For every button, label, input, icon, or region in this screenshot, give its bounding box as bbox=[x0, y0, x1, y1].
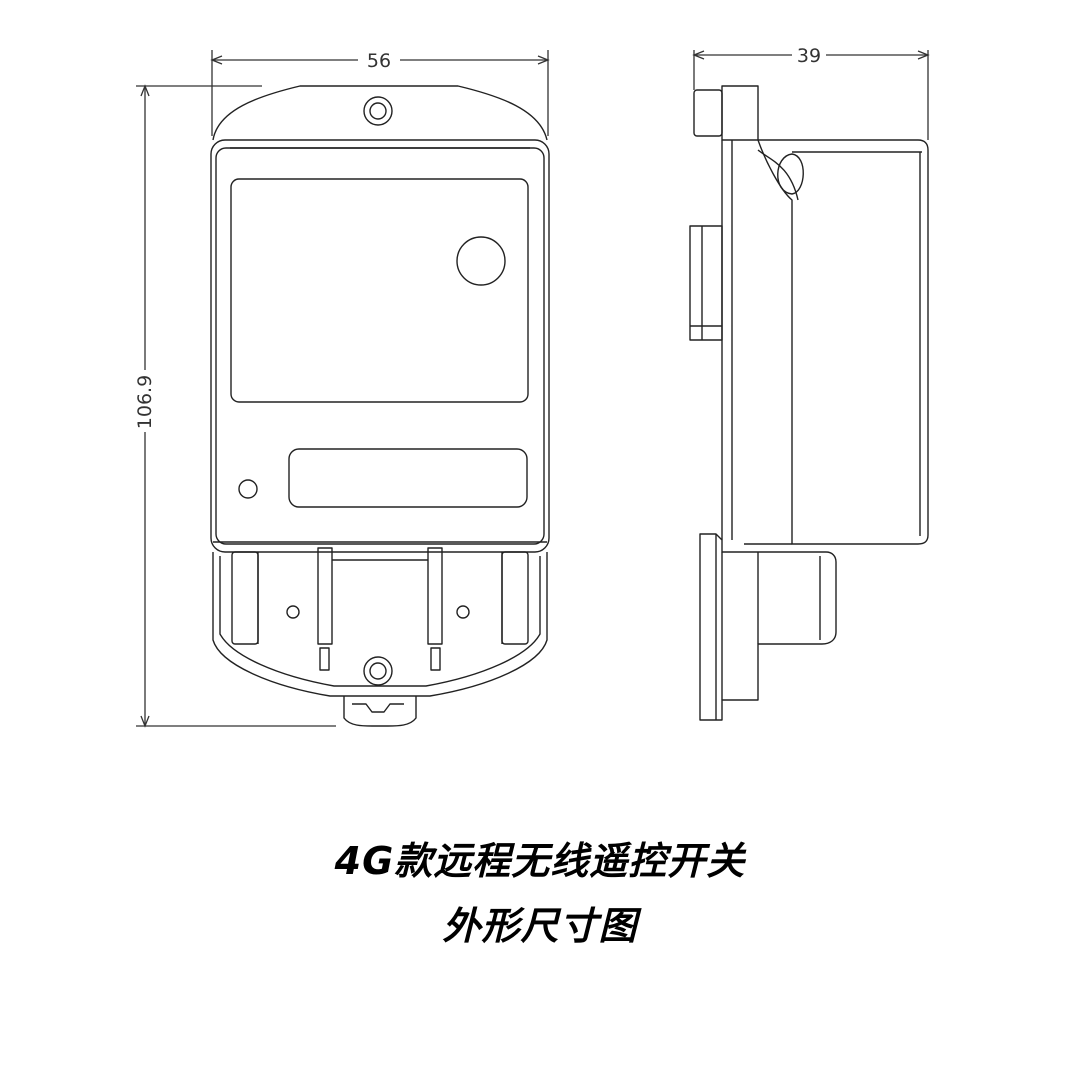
indicator-lens bbox=[456, 236, 506, 286]
status-led bbox=[238, 479, 258, 499]
side-terminal-section bbox=[699, 533, 837, 721]
terminal-right-rail bbox=[501, 551, 529, 645]
front-bottom-tab bbox=[343, 696, 417, 727]
terminal-screw-right bbox=[456, 605, 470, 619]
front-width-dimension bbox=[210, 50, 550, 136]
front-housing-inner bbox=[215, 147, 545, 545]
terminal-screw-left bbox=[286, 605, 300, 619]
terminal-marker-left bbox=[319, 647, 330, 671]
side-mounting-flange bbox=[721, 85, 759, 141]
front-view bbox=[210, 85, 550, 727]
side-depth-dimension bbox=[692, 50, 930, 140]
front-housing-outer bbox=[210, 139, 550, 553]
terminal-slot-left bbox=[317, 547, 333, 645]
side-lens-boss bbox=[777, 153, 804, 195]
bottom-mounting-hole-inner bbox=[369, 662, 387, 680]
front-height-dimension bbox=[136, 84, 336, 728]
label-panel bbox=[288, 448, 528, 508]
front-width-label: 56 bbox=[367, 50, 391, 72]
bottom-mounting-hole-outer bbox=[363, 656, 393, 686]
caption-subtitle: 外形尺寸图 bbox=[442, 904, 638, 948]
terminal-slot-right bbox=[427, 547, 443, 645]
front-height-label: 106.9 bbox=[134, 375, 156, 429]
top-mounting-hole-outer bbox=[363, 96, 393, 126]
top-mounting-hole-inner bbox=[369, 102, 387, 120]
side-view bbox=[689, 85, 929, 721]
side-housing bbox=[757, 139, 929, 545]
side-depth-label: 39 bbox=[797, 45, 821, 67]
display-window bbox=[230, 178, 529, 403]
caption-title: 4G款远程无线遥控开关 bbox=[334, 839, 746, 883]
terminal-left-rail bbox=[231, 551, 259, 645]
front-top-ear bbox=[212, 85, 548, 141]
side-button bbox=[689, 225, 723, 341]
terminal-block-outline bbox=[212, 552, 548, 697]
terminal-marker-right bbox=[430, 647, 441, 671]
